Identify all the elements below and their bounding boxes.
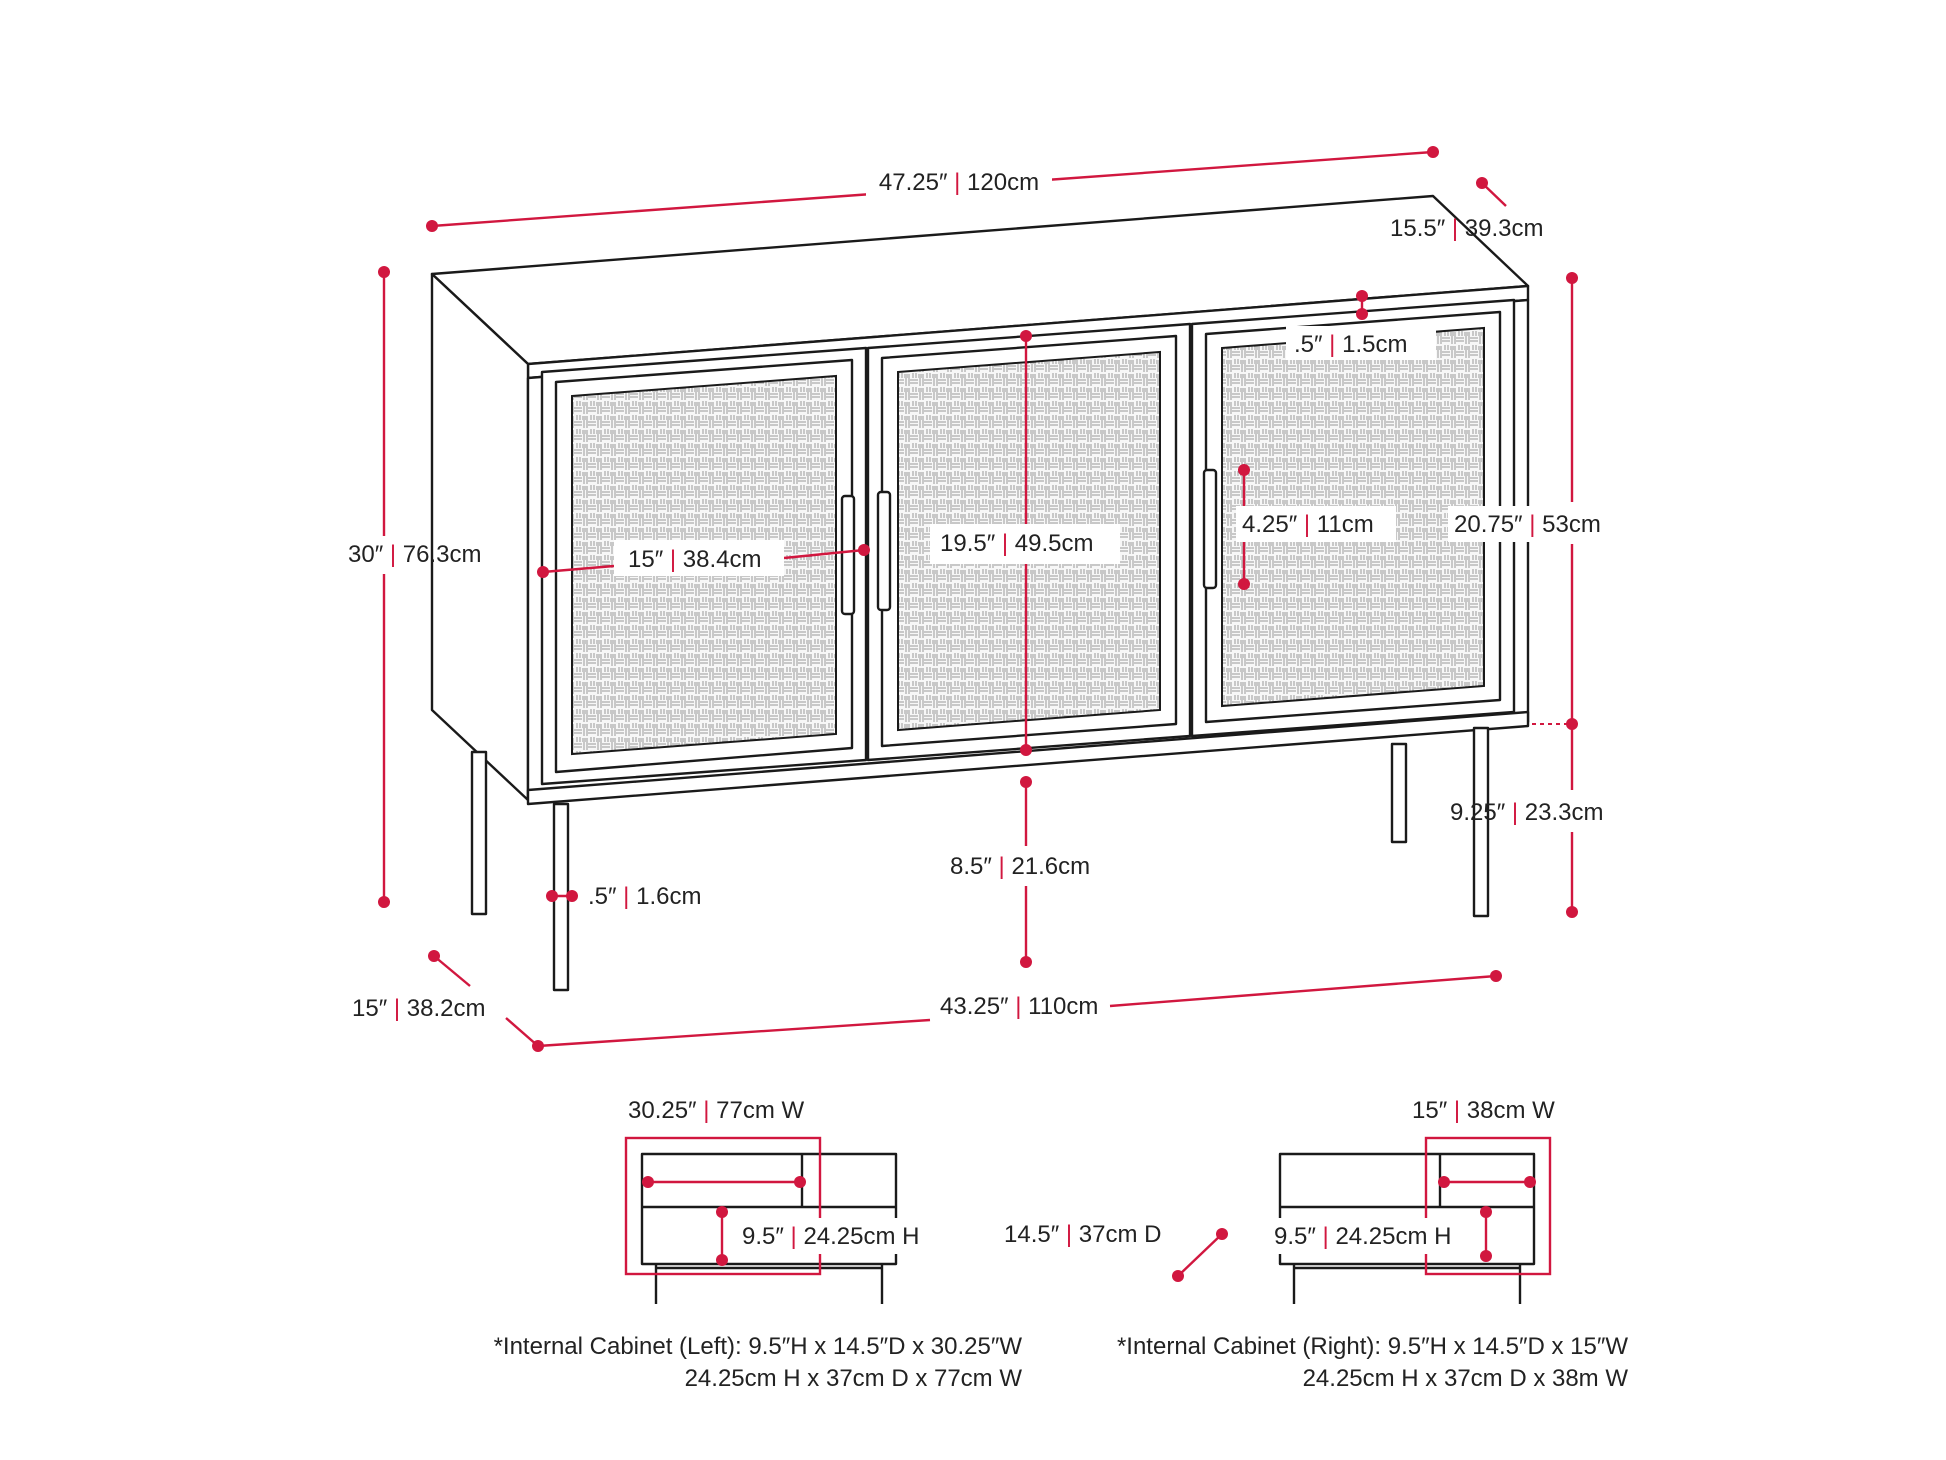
note-left-line1: *Internal Cabinet (Left): 9.5″H x 14.5″D… <box>494 1333 1023 1360</box>
leg-back-right <box>1390 742 1408 844</box>
dim-label-left-internal-height: 9.5″ | 24.25cm H <box>734 1218 934 1254</box>
dim-label-handle-length: 4.25″ | 11cm <box>1236 506 1396 542</box>
svg-text:9.5″ | 24.25cm H: 9.5″ | 24.25cm H <box>742 1223 920 1250</box>
dim-label-leg-thickness: .5″ | 1.6cm <box>588 883 701 910</box>
dim-label-body-height: 20.75″ | 53cm <box>1448 506 1616 542</box>
svg-text:.5″ | 1.5cm: .5″ | 1.5cm <box>1294 331 1407 358</box>
dim-label-floor-clearance: 8.5″ | 21.6cm <box>950 853 1090 880</box>
left-door-handle <box>840 494 856 616</box>
dim-label-door-width: 15″ | 38.4cm <box>614 540 784 576</box>
dim-label-base-depth: 15″ | 38.2cm <box>352 995 485 1022</box>
right-internal-cabinet-diagram <box>1278 1136 1552 1304</box>
internal-depth-indicator <box>1172 1228 1228 1282</box>
internal-cabinet-notes: *Internal Cabinet (Left): 9.5″H x 14.5″D… <box>494 1333 1629 1392</box>
svg-text:8.5″ | 21.6cm: 8.5″ | 21.6cm <box>950 853 1090 880</box>
dim-label-left-internal-width: 30.25″ | 77cm W <box>628 1097 804 1124</box>
dimension-lines <box>378 146 1578 1052</box>
svg-text:9.5″ | 24.25cm H: 9.5″ | 24.25cm H <box>1274 1223 1452 1250</box>
note-left-line2: 24.25cm H x 37cm D x 77cm W <box>685 1365 1023 1392</box>
svg-text:30.25″ | 77cm W: 30.25″ | 77cm W <box>628 1097 804 1124</box>
svg-text:15.5″ | 39.3cm: 15.5″ | 39.3cm <box>1390 215 1544 242</box>
dim-label-top-width: 47.25″ | 120cm <box>866 164 1052 198</box>
cabinet-left-side <box>430 272 530 802</box>
left-internal-cabinet-diagram <box>624 1136 898 1304</box>
cabinet-plinth <box>526 710 1530 806</box>
svg-text:19.5″ | 49.5cm: 19.5″ | 49.5cm <box>940 530 1094 557</box>
dimension-labels: 47.25″ | 120cm 15.5″ | 39.3cm 30″ | 76.3… <box>348 164 1616 1254</box>
svg-text:15″ | 38.2cm: 15″ | 38.2cm <box>352 995 485 1022</box>
dim-label-door-height: 19.5″ | 49.5cm <box>930 524 1120 564</box>
dim-label-internal-depth: 14.5″ | 37cm D <box>1004 1221 1161 1248</box>
cabinet-legs <box>470 726 1490 992</box>
svg-text:15″ | 38cm W: 15″ | 38cm W <box>1412 1097 1555 1124</box>
center-door-handle <box>876 490 892 612</box>
svg-text:14.5″ | 37cm D: 14.5″ | 37cm D <box>1004 1221 1161 1248</box>
dim-label-door-frame: .5″ | 1.5cm <box>1286 326 1436 360</box>
note-right-line1: *Internal Cabinet (Right): 9.5″H x 14.5″… <box>1117 1333 1628 1360</box>
svg-text:15″ | 38.4cm: 15″ | 38.4cm <box>628 546 761 573</box>
dim-label-overall-height: 30″ | 76.3cm <box>348 541 481 568</box>
leg-back-left <box>470 750 488 916</box>
dim-label-right-internal-width: 15″ | 38cm W <box>1412 1097 1555 1124</box>
right-door-handle <box>1202 468 1218 590</box>
svg-text:4.25″ | 11cm: 4.25″ | 11cm <box>1242 511 1374 538</box>
dim-label-leg-height: 9.25″ | 23.3cm <box>1450 799 1604 826</box>
dim-label-base-width: 43.25″ | 110cm <box>940 993 1098 1020</box>
svg-text:9.25″ | 23.3cm: 9.25″ | 23.3cm <box>1450 799 1604 826</box>
dim-label-top-depth: 15.5″ | 39.3cm <box>1390 215 1544 242</box>
svg-text:30″ | 76.3cm: 30″ | 76.3cm <box>348 541 481 568</box>
note-right-line2: 24.25cm H x 37cm D x 38m W <box>1303 1365 1629 1392</box>
leg-front-right <box>1472 726 1490 918</box>
dim-label-right-internal-height: 9.5″ | 24.25cm H <box>1266 1218 1466 1254</box>
svg-text:20.75″ | 53cm: 20.75″ | 53cm <box>1454 511 1601 538</box>
svg-text:.5″ | 1.6cm: .5″ | 1.6cm <box>588 883 701 910</box>
svg-text:47.25″ | 120cm: 47.25″ | 120cm <box>879 169 1039 196</box>
svg-text:43.25″ | 110cm: 43.25″ | 110cm <box>940 993 1098 1020</box>
